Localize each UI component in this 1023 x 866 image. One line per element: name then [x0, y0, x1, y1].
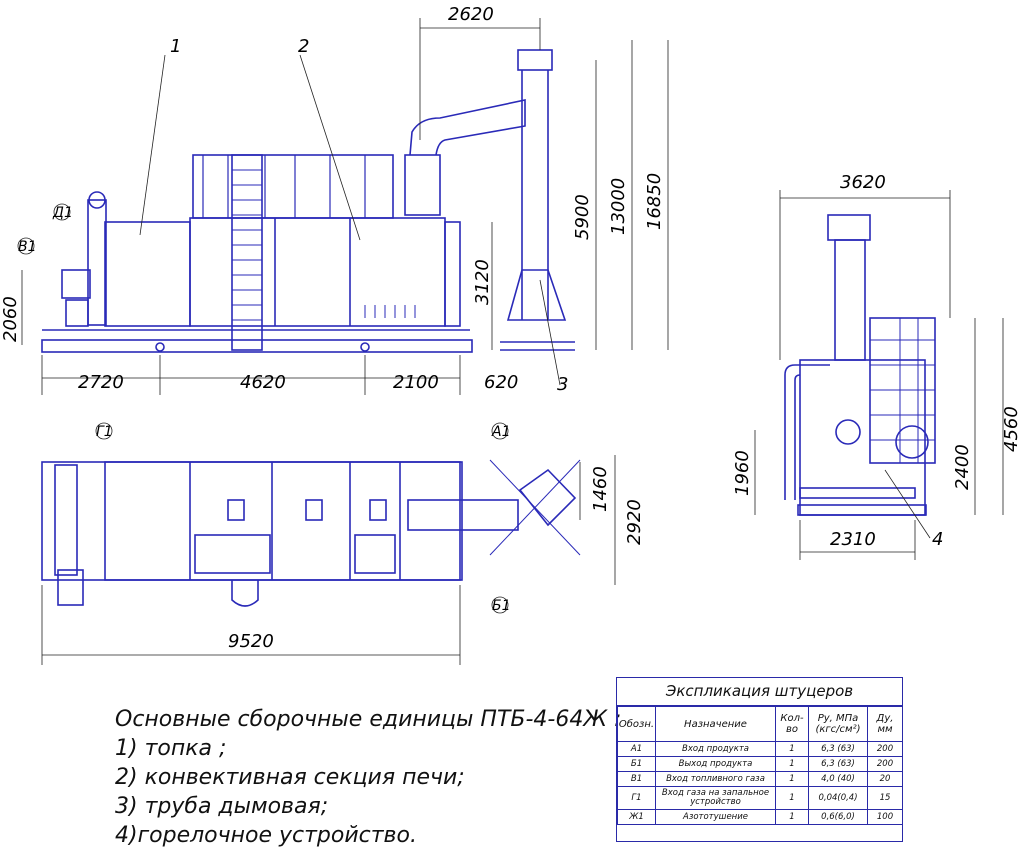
note-item-2: 2) конвективная секция печи; — [115, 765, 465, 790]
cell-qty: 1 — [775, 771, 809, 787]
cell-pressure: 0,04(0,4) — [808, 786, 868, 810]
header-qty: Кол-во — [775, 706, 809, 742]
dim-side-top: 2620 — [448, 4, 494, 25]
cell-pressure: 6,3 (63) — [808, 756, 868, 772]
firebox — [104, 221, 191, 327]
table-row: Ж1 Азототушение 1 0,6(6,0) 100 — [617, 809, 903, 825]
nozzle-label-g1: Г1 — [96, 424, 113, 440]
cell-pressure: 6,3 (63) — [808, 741, 868, 757]
dim-side-b3: 2100 — [393, 372, 439, 393]
dim-side-left: 2060 — [0, 296, 21, 342]
nozzle-label-v1: В1 — [18, 239, 37, 255]
dim-plan-9520: 9520 — [228, 631, 274, 652]
end-view-body — [799, 359, 926, 516]
note-item-4: 4)горелочное устройство. — [115, 823, 417, 848]
cell-qty: 1 — [775, 756, 809, 772]
nozzle-explication-table: Экспликация штуцеров Обозн. Назначение К… — [616, 677, 903, 842]
cell-pressure: 4,0 (40) — [808, 771, 868, 787]
dim-end-4560: 4560 — [1001, 406, 1022, 452]
part-label-2: 2 — [298, 36, 309, 57]
note-item-1: 1) топка ; — [115, 736, 227, 761]
dim-side-mid: 3120 — [472, 259, 493, 305]
nozzle-label-a1: А1 — [491, 424, 510, 440]
notes-title: Основные сборочные единицы ПТБ-4-64Ж : — [115, 707, 622, 732]
table-header-row: Обозн. Назначение Кол-во Ру, МПа (кгс/см… — [617, 706, 903, 742]
header-code: Обозн. — [617, 706, 656, 742]
side-view — [41, 49, 575, 353]
dim-side-h1: 5900 — [572, 194, 593, 240]
dim-side-h2: 13000 — [608, 178, 629, 235]
cell-dn: 200 — [867, 741, 903, 757]
cell-purpose: Вход продукта — [655, 741, 776, 757]
dim-end-1960: 1960 — [732, 450, 753, 496]
dim-end-2310: 2310 — [830, 529, 876, 550]
cell-qty: 1 — [775, 741, 809, 757]
nozzle-label-d1: Д1 — [52, 205, 73, 221]
cell-purpose: Выход продукта — [655, 756, 776, 772]
dim-end-top: 3620 — [840, 172, 886, 193]
dim-side-h3: 16850 — [644, 173, 665, 230]
table-row: Г1 Вход газа на запальное устройство 1 0… — [617, 786, 903, 810]
cell-code: А1 — [617, 741, 656, 757]
cell-code: Б1 — [617, 756, 656, 772]
nozzle-label-b1: Б1 — [492, 598, 511, 614]
cell-dn: 200 — [867, 756, 903, 772]
dim-side-b2: 4620 — [240, 372, 286, 393]
cell-purpose: Азототушение — [655, 809, 776, 825]
note-item-3: 3) труба дымовая; — [115, 794, 329, 819]
dim-side-b1: 2720 — [78, 372, 124, 393]
cell-qty: 1 — [775, 786, 809, 810]
cell-code: В1 — [617, 771, 656, 787]
convection-section — [189, 217, 446, 327]
cell-purpose: Вход газа на запальное устройство — [655, 786, 776, 810]
cell-pressure: 0,6(6,0) — [808, 809, 868, 825]
dim-end-2400: 2400 — [952, 444, 973, 490]
cell-code: Г1 — [617, 786, 656, 810]
cell-dn: 100 — [867, 809, 903, 825]
cell-dn: 15 — [867, 786, 903, 810]
base-frame — [41, 339, 473, 353]
table-row: Б1 Выход продукта 1 6,3 (63) 200 — [617, 756, 903, 772]
header-dn: Ду, мм — [867, 706, 903, 742]
dim-plan-1460: 1460 — [590, 466, 611, 512]
cell-purpose: Вход топливного газа — [655, 771, 776, 787]
plan-view — [41, 459, 581, 607]
header-pressure: Ру, МПа (кгс/см²) — [808, 706, 868, 742]
assembly-notes: Основные сборочные единицы ПТБ-4-64Ж : 1… — [115, 705, 621, 850]
cell-code: Ж1 — [617, 809, 656, 825]
cell-qty: 1 — [775, 809, 809, 825]
end-view — [784, 214, 936, 516]
explication-title: Экспликация штуцеров — [617, 678, 902, 706]
part-label-4: 4 — [932, 529, 943, 550]
header-purpose: Назначение — [655, 706, 776, 742]
cell-dn: 20 — [867, 771, 903, 787]
part-label-1: 1 — [170, 36, 181, 57]
dim-side-b4: 620 — [484, 372, 518, 393]
dim-plan-2920: 2920 — [624, 499, 645, 545]
part-label-3: 3 — [557, 374, 568, 395]
table-row: В1 Вход топливного газа 1 4,0 (40) 20 — [617, 771, 903, 787]
table-row: А1 Вход продукта 1 6,3 (63) 200 — [617, 741, 903, 757]
